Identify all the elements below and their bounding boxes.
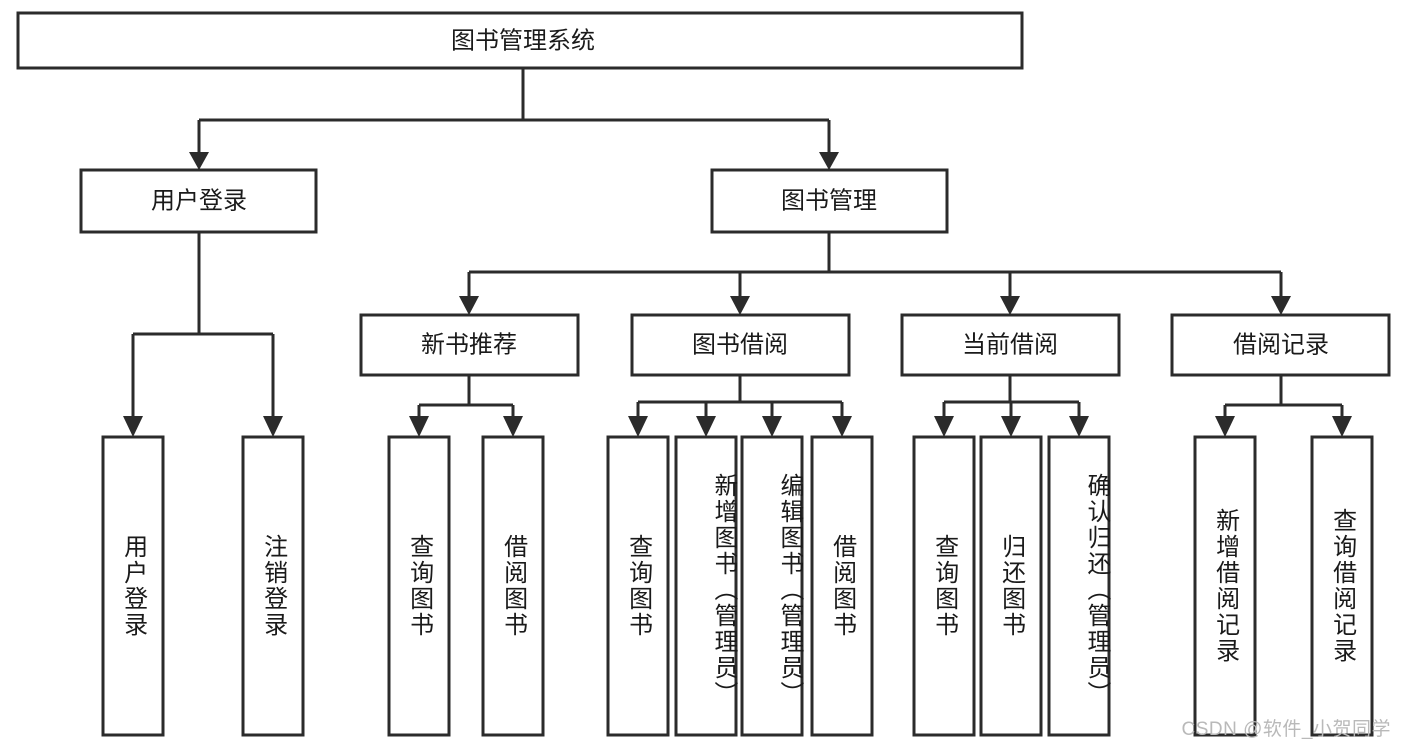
node-label-borrow-record: 借阅记录 <box>1233 331 1329 358</box>
node-box-leaf-add-book[interactable] <box>674 435 738 737</box>
arrowhead-leaf-add-record <box>1215 416 1235 437</box>
arrowhead-new-book-recommend <box>459 296 479 315</box>
arrowhead-book-borrow <box>730 296 750 315</box>
arrowhead-borrow-record <box>1271 296 1291 315</box>
node-box-new-book-recommend[interactable] <box>359 313 580 377</box>
node-box-root[interactable] <box>16 11 1024 70</box>
arrowhead-book-manage <box>819 152 839 170</box>
node-box-leaf-query-book-3[interactable] <box>912 435 976 737</box>
node-box-leaf-user-login[interactable] <box>101 435 165 737</box>
arrowhead-leaf-query-book-1 <box>409 416 429 437</box>
node-box-leaf-edit-book[interactable] <box>740 435 804 737</box>
arrowhead-leaf-borrow-book-2 <box>832 416 852 437</box>
node-box-leaf-query-record[interactable] <box>1310 435 1374 737</box>
node-label-new-book-recommend: 新书推荐 <box>421 331 517 358</box>
arrowhead-leaf-query-book-2 <box>628 416 648 437</box>
node-box-leaf-borrow-book-2[interactable] <box>810 435 874 737</box>
connector-group-current-borrow <box>934 375 1089 437</box>
node-label-user-login: 用户登录 <box>151 187 247 214</box>
node-box-leaf-user-logout[interactable] <box>241 435 305 737</box>
arrowhead-leaf-query-book-3 <box>934 416 954 437</box>
connector-group-user-login <box>123 232 283 437</box>
arrowhead-current-borrow <box>1000 296 1020 315</box>
arrowhead-leaf-return-book <box>1001 416 1021 437</box>
arrowhead-leaf-edit-book <box>762 416 782 437</box>
connector-group-borrow-record <box>1215 375 1352 437</box>
node-label-root: 图书管理系统 <box>451 27 595 54</box>
node-box-leaf-query-book-2[interactable] <box>606 435 670 737</box>
arrowhead-user-login <box>189 152 209 170</box>
node-label-book-manage: 图书管理 <box>781 187 877 214</box>
arrowhead-leaf-user-logout <box>263 416 283 437</box>
connector-group-book-borrow <box>628 375 852 437</box>
arrowhead-leaf-borrow-book-1 <box>503 416 523 437</box>
node-box-book-borrow[interactable] <box>630 313 851 377</box>
node-box-current-borrow[interactable] <box>900 313 1121 377</box>
connector-group-root <box>189 68 839 170</box>
node-box-leaf-confirm-return[interactable] <box>1047 435 1111 737</box>
node-label-book-borrow: 图书借阅 <box>692 331 788 358</box>
connector-group-book-manage <box>459 232 1291 315</box>
arrowhead-leaf-user-login <box>123 416 143 437</box>
node-box-borrow-record[interactable] <box>1170 313 1391 377</box>
arrowhead-leaf-add-book <box>696 416 716 437</box>
node-label-current-borrow: 当前借阅 <box>962 331 1058 358</box>
node-box-leaf-borrow-book-1[interactable] <box>481 435 545 737</box>
node-box-leaf-query-book-1[interactable] <box>387 435 451 737</box>
node-box-leaf-add-record[interactable] <box>1193 435 1257 737</box>
node-box-leaf-return-book[interactable] <box>979 435 1043 737</box>
connector-group-new-book-recommend <box>409 375 523 437</box>
arrowhead-leaf-confirm-return <box>1069 416 1089 437</box>
watermark-text: CSDN @软件_小贺同学 <box>1181 719 1391 740</box>
node-box-user-login[interactable] <box>79 168 318 234</box>
arrowhead-leaf-query-record <box>1332 416 1352 437</box>
node-box-book-manage[interactable] <box>710 168 949 234</box>
